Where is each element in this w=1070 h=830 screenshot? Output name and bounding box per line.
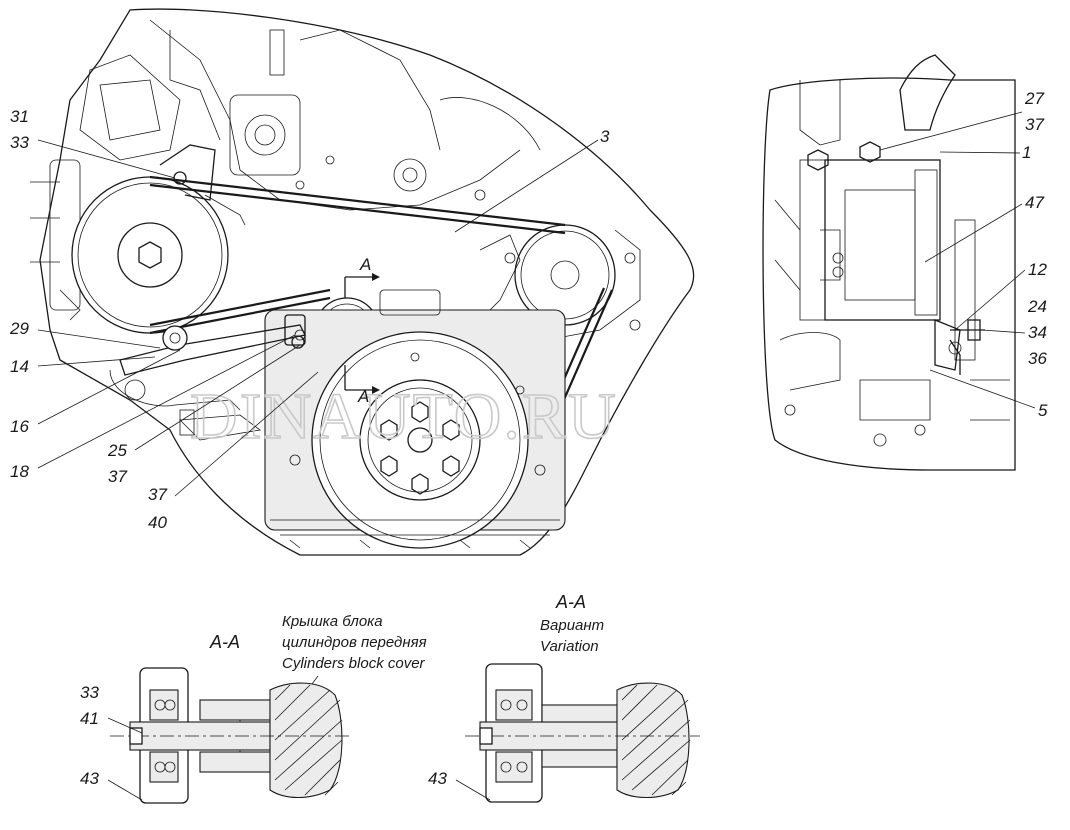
section-mark-a-bottom: A (357, 387, 369, 406)
section-aa-right: A-A Вариант Variation 43 (428, 592, 700, 803)
section-left-callout-41: 41 (80, 709, 99, 728)
callout-37b: 37 (148, 485, 167, 504)
callout-side-1: 1 (1022, 143, 1031, 162)
main-callouts: 31 33 3 29 14 16 18 25 37 37 40 A A (9, 107, 610, 532)
callout-37a: 37 (108, 467, 127, 486)
variant-en: Variation (540, 638, 599, 655)
section-mark-a-top: A (359, 255, 371, 274)
callout-14: 14 (10, 357, 29, 376)
crank-bolts (380, 401, 460, 495)
caption-ru-line1: Крышка блока (282, 613, 383, 630)
section-left-title: A-A (209, 632, 240, 652)
variant-ru: Вариант (540, 617, 604, 634)
callout-side-5: 5 (1038, 401, 1048, 420)
callout-29: 29 (9, 319, 29, 338)
callout-16: 16 (10, 417, 29, 436)
callout-side-34: 34 (1028, 323, 1047, 342)
callout-18: 18 (10, 462, 29, 481)
section-aa-left: A-A Крышка блока цилиндров передняя Cyli… (80, 613, 427, 804)
section-right-title: A-A (555, 592, 586, 612)
callout-33: 33 (10, 133, 29, 152)
callout-25: 25 (107, 441, 127, 460)
caption-ru-line2: цилиндров передняя (282, 634, 427, 651)
section-left-callout-33: 33 (80, 683, 99, 702)
callout-side-47: 47 (1025, 193, 1044, 212)
callout-side-36: 36 (1028, 349, 1047, 368)
watermark-text: DINAUTO.RU (190, 380, 618, 453)
callout-side-24: 24 (1027, 297, 1047, 316)
callout-40: 40 (148, 513, 167, 532)
caption-en: Cylinders block cover (282, 655, 426, 672)
callout-side-12: 12 (1028, 260, 1047, 279)
section-right-callout-43: 43 (428, 769, 447, 788)
engine-side-view (762, 54, 1016, 471)
callout-side-37: 37 (1025, 115, 1044, 134)
callout-31: 31 (10, 107, 29, 126)
callout-3: 3 (600, 127, 610, 146)
section-left-callout-43: 43 (80, 769, 99, 788)
callout-side-27: 27 (1024, 89, 1044, 108)
side-callouts: 27 37 1 47 12 24 34 36 5 (879, 89, 1048, 420)
engine-front-view (30, 8, 695, 556)
